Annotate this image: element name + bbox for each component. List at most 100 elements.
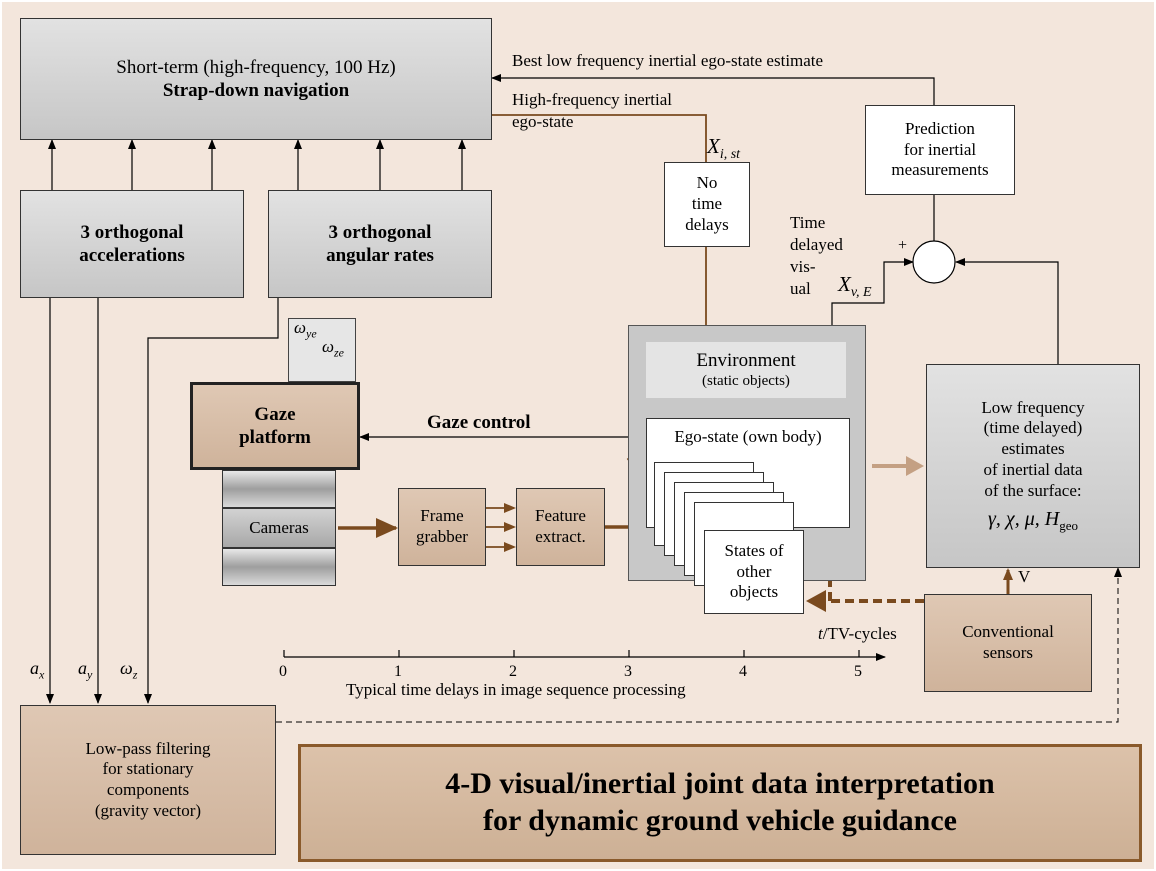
environment-subtitle: (static objects): [702, 373, 790, 390]
summing-junction: [912, 240, 956, 284]
prediction-line1: Prediction: [905, 118, 975, 138]
lowpass-to-low-freq-dashed: [276, 567, 1122, 723]
environment-title: Environment: [696, 350, 796, 372]
wz-symbol: ω: [120, 658, 133, 678]
title-box: 4-D visual/inertial joint data interpret…: [298, 744, 1142, 862]
best-estimate-label: Best low frequency inertial ego-state es…: [512, 51, 824, 70]
title-line2: for dynamic ground vehicle guidance: [483, 804, 957, 837]
time-delayed-label-1: Time: [790, 213, 826, 232]
frame-grabber-box: Frame grabber: [398, 488, 486, 566]
timeline-tick-label: 5: [854, 663, 862, 680]
ay-symbol: a: [78, 658, 87, 678]
timeline-axis: [283, 650, 886, 661]
states-line2: other: [736, 561, 772, 581]
ay-subscript: y: [87, 667, 93, 682]
angular-rates-down-arrow: [144, 298, 279, 704]
frame-grabber-line1: Frame: [420, 506, 464, 526]
accelerations-line2: accelerations: [79, 245, 185, 266]
low-freq-formula: γ, χ, μ, Hgeo: [988, 507, 1078, 534]
frame-grabber-line2: grabber: [416, 527, 468, 546]
best-estimate-feedback-arrow: [491, 74, 935, 105]
feature-line1: Feature: [535, 506, 586, 526]
ax-subscript: x: [39, 667, 45, 682]
timeline-tick-label: 1: [394, 663, 402, 680]
timeline-tick-label: 4: [739, 663, 747, 680]
low-pass-filtering-box: Low-pass filtering for stationary compon…: [20, 705, 276, 855]
timeline-axis-symbol: t: [818, 624, 823, 643]
omega-ye-subscript: ye: [306, 326, 317, 341]
low-freq-formula-symbols: γ, χ, μ, H: [988, 508, 1060, 531]
prediction-line2: for inertial: [903, 139, 977, 159]
x-ist-label: Xi, st: [707, 134, 740, 164]
states-line1: States of: [724, 540, 784, 560]
lowpass-line1: Low-pass filtering: [85, 738, 211, 758]
omega-ze-subscript: ze: [334, 345, 345, 360]
low-frequency-box: Low frequency (time delayed) estimates o…: [926, 364, 1140, 568]
x-ve-label: Xv, E: [838, 272, 872, 302]
dashed-arrowhead-left: [806, 590, 826, 612]
cameras-label: Cameras: [249, 518, 309, 537]
x-ve-subscript: v, E: [850, 285, 872, 301]
angular-rates-box: 3 orthogonal angular rates: [268, 190, 492, 298]
prediction-box: Prediction for inertial measurements: [865, 105, 1015, 195]
angular-rates-line1: 3 orthogonal: [328, 221, 432, 243]
omega-ye-symbol: ω: [294, 318, 307, 337]
ax-symbol: a: [30, 658, 39, 678]
cameras-box: Cameras: [222, 508, 336, 548]
low-freq-line3: estimates: [1001, 439, 1065, 459]
high-freq-label-1: High-frequency inertial: [512, 90, 673, 109]
conventional-line2: sensors: [982, 643, 1034, 662]
no-delays-line3: delays: [685, 214, 729, 234]
lowpass-line4: (gravity vector): [94, 800, 202, 820]
no-time-delays-box: No time delays: [664, 162, 750, 247]
lowpass-line3: components: [106, 780, 190, 799]
low-freq-line2: (time delayed): [983, 418, 1083, 438]
timeline-caption: Typical time delays in image sequence pr…: [346, 680, 686, 699]
feature-line2: extract.: [535, 527, 586, 546]
timeline-tick-label: 2: [509, 663, 517, 680]
angular-rates-line2: angular rates: [326, 245, 434, 266]
ax-label: ax: [30, 658, 44, 682]
minus-sign: −: [958, 236, 967, 255]
gaze-control-label: Gaze control: [427, 412, 531, 433]
ay-label: ay: [78, 658, 92, 682]
wz-label: ωz: [120, 658, 137, 682]
camera-bottom: [222, 548, 336, 586]
strapdown-navigation-box: Short-term (high-frequency, 100 Hz) Stra…: [20, 18, 492, 140]
prediction-line3: measurements: [891, 160, 989, 180]
environment-to-low-freq-arrow: [872, 456, 924, 476]
omega-ze-label: ωze: [322, 337, 344, 360]
wz-subscript: z: [132, 667, 138, 682]
omega-input-box: [288, 318, 356, 382]
omega-ye-label: ωye: [294, 318, 317, 341]
conventional-line1: Conventional: [962, 622, 1054, 642]
v-label: V: [1018, 567, 1031, 586]
states-line3: objects: [729, 582, 779, 602]
low-freq-formula-subscript: geo: [1059, 518, 1078, 534]
sensor-to-strapdown-arrows: [48, 139, 466, 190]
states-of-other-objects-box: States of other objects: [704, 530, 804, 614]
conventional-sensors-box: Conventional sensors: [924, 594, 1092, 692]
strapdown-title: Strap-down navigation: [162, 80, 350, 101]
gaze-line1: Gaze: [254, 403, 296, 425]
gaze-line2: platform: [239, 427, 311, 448]
feature-extraction-box: Feature extract.: [516, 488, 605, 566]
low-freq-line1: Low frequency: [981, 397, 1085, 417]
environment-header: Environment (static objects): [646, 342, 846, 398]
low-freq-line5: of the surface:: [984, 480, 1082, 500]
timeline-axis-label: t/TV-cycles: [818, 624, 897, 644]
accelerations-line1: 3 orthogonal: [80, 221, 184, 243]
ego-state-label: Ego-state (own body): [674, 427, 822, 446]
timeline-tick-label: 0: [279, 663, 287, 680]
plus-sign: +: [898, 237, 908, 254]
strapdown-subtitle: Short-term (high-frequency, 100 Hz): [116, 56, 396, 78]
accelerations-box: 3 orthogonal accelerations: [20, 190, 244, 298]
title-line1: 4-D visual/inertial joint data interpret…: [445, 767, 995, 801]
time-delayed-label-3: vis-: [790, 257, 816, 276]
timeline-axis-unit: /TV-cycles: [822, 624, 897, 643]
x-ve-symbol: X: [838, 272, 851, 296]
no-delays-line1: No: [696, 173, 718, 193]
